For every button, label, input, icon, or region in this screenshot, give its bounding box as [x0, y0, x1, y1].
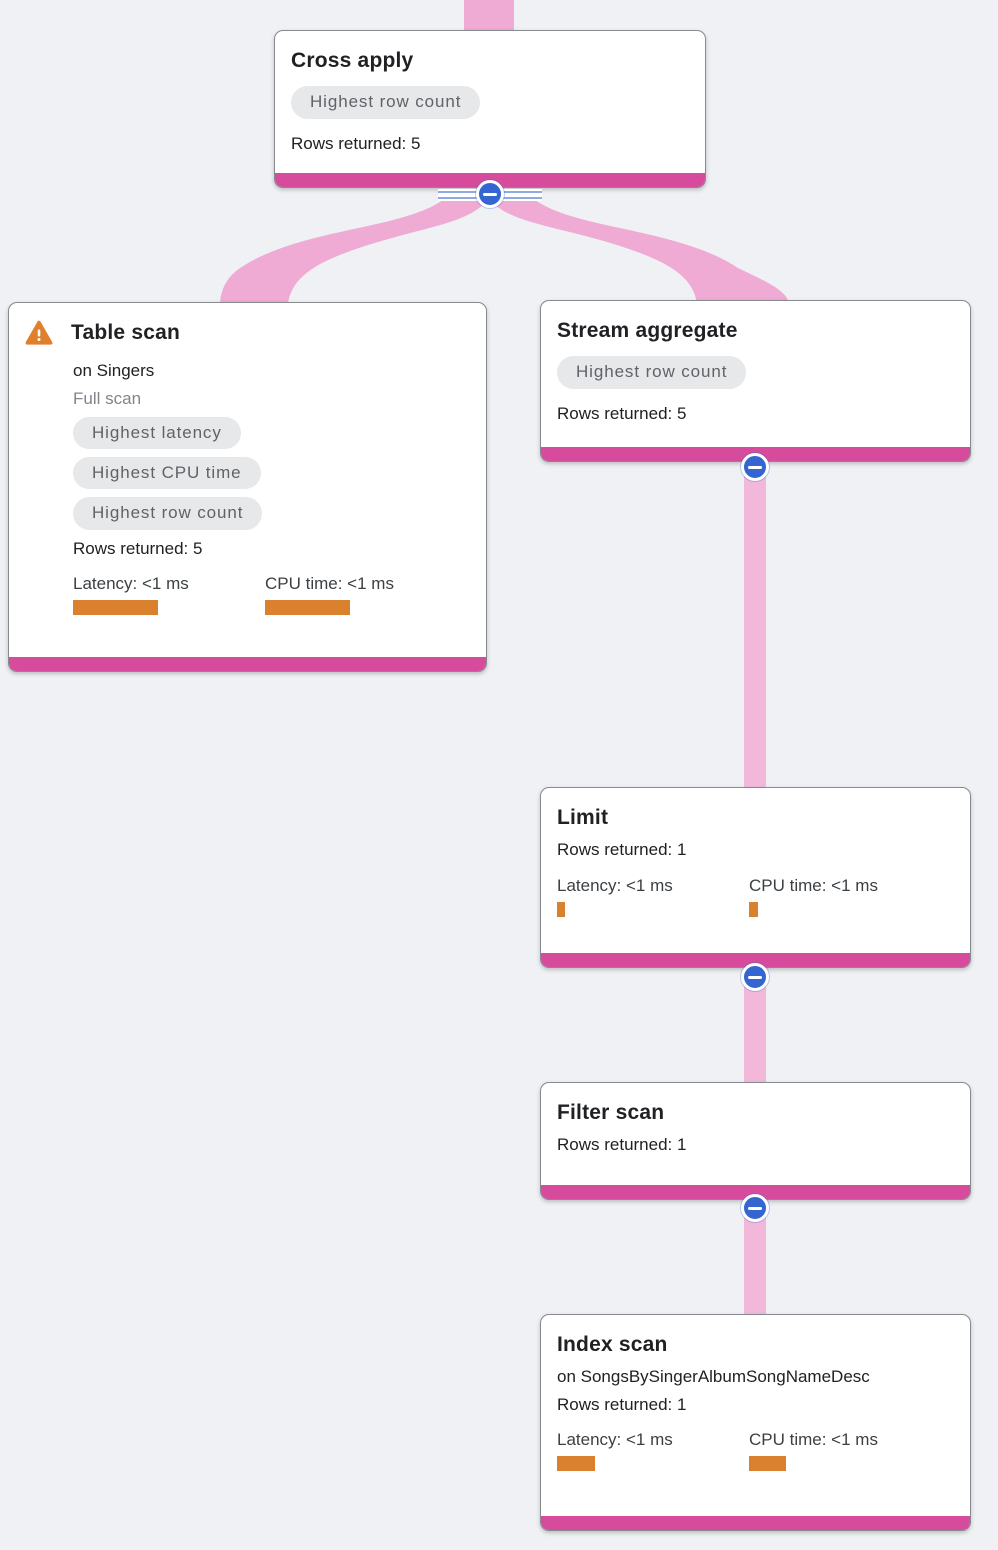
rows-returned: Rows returned: 1 [557, 1394, 687, 1414]
badge-highest-row-count: Highest row count [291, 86, 481, 119]
cpu-bar [265, 600, 350, 615]
latency-bar [557, 901, 565, 917]
scan-note: Full scan [73, 388, 142, 408]
warning-icon [25, 320, 53, 346]
node-title: Table scan [71, 321, 180, 344]
edge-filter-scan-to-index-scan [744, 1200, 766, 1320]
latency-bar [73, 600, 158, 615]
node-title: Filter scan [557, 1101, 665, 1124]
badge-list: Highest latency Highest CPU time Highest… [73, 416, 470, 530]
latency-label: Latency: <1 ms [557, 875, 673, 895]
node-title: Index scan [557, 1333, 668, 1356]
scan-target: on SongsBySingerAlbumSongNameDesc [557, 1367, 870, 1387]
latency-bar [557, 1456, 595, 1471]
edge-cross-apply-to-table-scan [220, 200, 487, 303]
node-title: Limit [557, 806, 609, 829]
rows-returned: Rows returned: 5 [291, 133, 421, 153]
edge-stream-aggregate-to-limit [744, 455, 766, 795]
latency-metric: Latency: <1 ms [73, 573, 265, 615]
cpu-bar [749, 901, 758, 917]
node-footer-bar [541, 1516, 970, 1530]
rows-returned: Rows returned: 1 [557, 1135, 687, 1155]
scan-target: on Singers [73, 361, 155, 381]
collapse-minus-icon[interactable] [741, 1194, 769, 1222]
badge-highest-row-count: Highest row count [557, 356, 747, 389]
node-index-scan[interactable]: Index scan on SongsBySingerAlbumSongName… [540, 1314, 971, 1531]
latency-label: Latency: <1 ms [73, 573, 189, 593]
cpu-label: CPU time: <1 ms [749, 1429, 878, 1449]
collapse-minus-icon[interactable] [741, 453, 769, 481]
latency-metric: Latency: <1 ms [557, 1429, 749, 1471]
collapse-minus-icon[interactable] [741, 963, 769, 991]
latency-metric: Latency: <1 ms [557, 875, 749, 917]
cpu-bar [749, 1456, 786, 1471]
rows-returned: Rows returned: 1 [557, 840, 687, 860]
edge-limit-to-filter-scan [744, 960, 766, 1090]
cpu-metric: CPU time: <1 ms [749, 1429, 941, 1471]
badge-highest-latency: Highest latency [73, 416, 241, 449]
node-title: Stream aggregate [557, 319, 738, 342]
rows-returned: Rows returned: 5 [73, 538, 203, 558]
cpu-metric: CPU time: <1 ms [749, 875, 941, 917]
node-footer-bar [9, 657, 486, 671]
node-footer-bar [541, 1185, 970, 1199]
node-stream-aggregate[interactable]: Stream aggregate Highest row count Rows … [540, 300, 971, 462]
edge-into-cross-apply [464, 0, 514, 34]
badge-highest-cpu-time: Highest CPU time [73, 457, 261, 490]
node-title: Cross apply [291, 49, 414, 72]
node-table-scan[interactable]: Table scan on Singers Full scan Highest … [8, 302, 487, 672]
collapse-minus-icon[interactable] [476, 180, 504, 208]
cpu-label: CPU time: <1 ms [265, 573, 394, 593]
node-limit[interactable]: Limit Rows returned: 1 Latency: <1 ms CP… [540, 787, 971, 968]
node-cross-apply[interactable]: Cross apply Highest row count Rows retur… [274, 30, 706, 188]
cpu-label: CPU time: <1 ms [749, 875, 878, 895]
node-filter-scan[interactable]: Filter scan Rows returned: 1 [540, 1082, 971, 1200]
node-footer-bar [541, 953, 970, 967]
badge-highest-row-count: Highest row count [73, 497, 263, 530]
rows-returned: Rows returned: 5 [557, 403, 687, 423]
edge-cross-apply-to-stream-aggregate [491, 200, 789, 303]
latency-label: Latency: <1 ms [557, 1429, 673, 1449]
cpu-metric: CPU time: <1 ms [265, 573, 457, 615]
